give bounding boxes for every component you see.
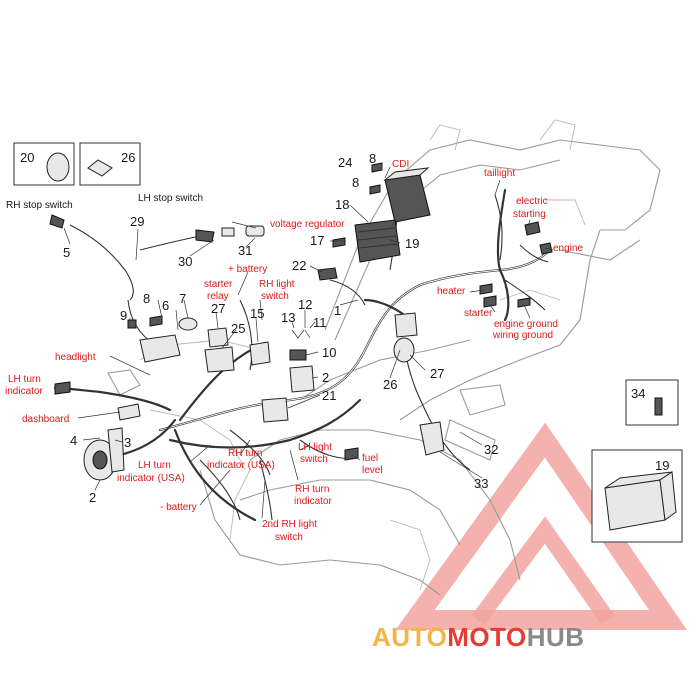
label-rh-light-switch-2: switch (261, 291, 289, 302)
part-num-34: 34 (631, 386, 645, 401)
label-2nd-rh-light-switch-2: switch (275, 532, 303, 543)
label-fuel-level-1: fuel (362, 453, 378, 464)
part-num-8-c: 8 (143, 291, 150, 306)
label-2nd-rh-light-switch-1: 2nd RH light (262, 519, 317, 530)
part-num-28: 26 (121, 150, 135, 165)
part-num-25: 26 (383, 377, 397, 392)
part-num-15: 17 (310, 233, 324, 248)
part-num-3: 3 (124, 435, 131, 450)
label-minus-battery: - battery (160, 502, 197, 513)
part-num-21: 22 (292, 258, 306, 273)
part-num-23: 24 (338, 155, 352, 170)
part-num-4: 4 (70, 433, 77, 448)
label-engine: engine (553, 243, 583, 254)
inset-box-28 (79, 142, 141, 186)
part-num-29: 29 (130, 214, 144, 229)
label-cdi: CDI (392, 159, 409, 170)
cdi-unit (384, 174, 431, 223)
voltage-regulator-unit (354, 219, 401, 263)
label-taillight: taillight (484, 168, 515, 179)
label-electric-starting-1: electric (516, 196, 548, 207)
label-lh-turn-indicator-2: indicator (5, 386, 43, 397)
logo-triangle-inner (471, 516, 615, 625)
part-num-26: 27 (430, 366, 444, 381)
label-starter-relay-1: starter (204, 279, 233, 290)
part-num-13: 12 (298, 297, 312, 312)
label-starter: starter (464, 308, 493, 319)
part-num-11: 2 (322, 370, 329, 385)
label-lh-light-switch-1: LH light (298, 442, 332, 453)
part-num-6: 6 (162, 298, 169, 313)
part-num-2: 2 (89, 490, 96, 505)
label-electric-starting-2: starting (513, 209, 546, 220)
label-lh-turn-usa-1: LH turn (138, 460, 171, 471)
part-num-31: 31 (238, 243, 252, 258)
label-heater: heater (437, 286, 466, 297)
frame-outline (107, 119, 661, 596)
label-rh-turn-indicator-1: RH turn (295, 484, 329, 495)
label-lh-stop-switch: LH stop switch (138, 193, 203, 204)
logo-text-moto: MOTO (447, 622, 527, 652)
part-numbers: 20 26 5 29 30 31 24 8 8 18 17 19 22 1 8 … (20, 150, 669, 505)
part-num-16: 15 (250, 306, 264, 321)
leader-lines (63, 163, 554, 519)
label-wiring-ground: wiring ground (492, 330, 553, 341)
label-plus-battery: + battery (228, 264, 267, 275)
part-num-32: 32 (484, 442, 498, 457)
part-num-20: 21 (322, 388, 336, 403)
label-rh-turn-indicator-2: indicator (294, 496, 332, 507)
part-num-8-b: 8 (352, 175, 359, 190)
label-starter-relay-2: relay (207, 291, 229, 302)
svg-text:AUTOMOTOHUB: AUTOMOTOHUB (372, 622, 585, 652)
label-lh-turn-indicator-1: LH turn (8, 374, 41, 385)
part-num-27: 27 (211, 301, 225, 316)
part-num-18: 18 (335, 197, 349, 212)
part-num-17: 19 (405, 236, 419, 251)
label-rh-light-switch-1: RH light (259, 279, 295, 290)
part-num-5: 5 (63, 245, 70, 260)
label-fuel-level-2: level (362, 465, 383, 476)
part-num-24: 25 (231, 321, 245, 336)
part-num-30: 30 (178, 254, 192, 269)
label-engine-ground: engine ground (494, 319, 558, 330)
label-rh-turn-usa-1: RH turn (228, 448, 262, 459)
logo-text-hub: HUB (527, 622, 585, 652)
callout-labels: RH stop switch LH stop switch CDI voltag… (5, 159, 583, 543)
label-voltage-regulator: voltage regulator (270, 219, 345, 230)
logo-text-auto: AUTO (372, 622, 447, 652)
label-lh-turn-usa-2: indicator (USA) (117, 473, 185, 484)
logo-text: AUTOMOTOHUB (372, 622, 585, 652)
part-num-7: 7 (179, 291, 186, 306)
part-num-9: 9 (120, 308, 127, 323)
components (13, 142, 683, 543)
part-num-33: 33 (474, 476, 488, 491)
inset-box-34 (625, 379, 679, 426)
part-num-19: 19 (655, 458, 669, 473)
label-rh-stop-switch: RH stop switch (6, 200, 73, 211)
label-dashboard: dashboard (22, 414, 69, 425)
part-num-14: 13 (281, 310, 295, 325)
part-num-12: 11 (313, 315, 327, 330)
part-num-22: 20 (20, 150, 34, 165)
part-num-1: 1 (334, 303, 341, 318)
part-num-10: 10 (322, 345, 336, 360)
main-harness (53, 188, 552, 522)
label-headlight: headlight (55, 352, 96, 363)
label-lh-light-switch-2: switch (300, 454, 328, 465)
label-rh-turn-usa-2: indicator (USA) (207, 460, 275, 471)
part-num-8-a: 8 (369, 151, 376, 166)
